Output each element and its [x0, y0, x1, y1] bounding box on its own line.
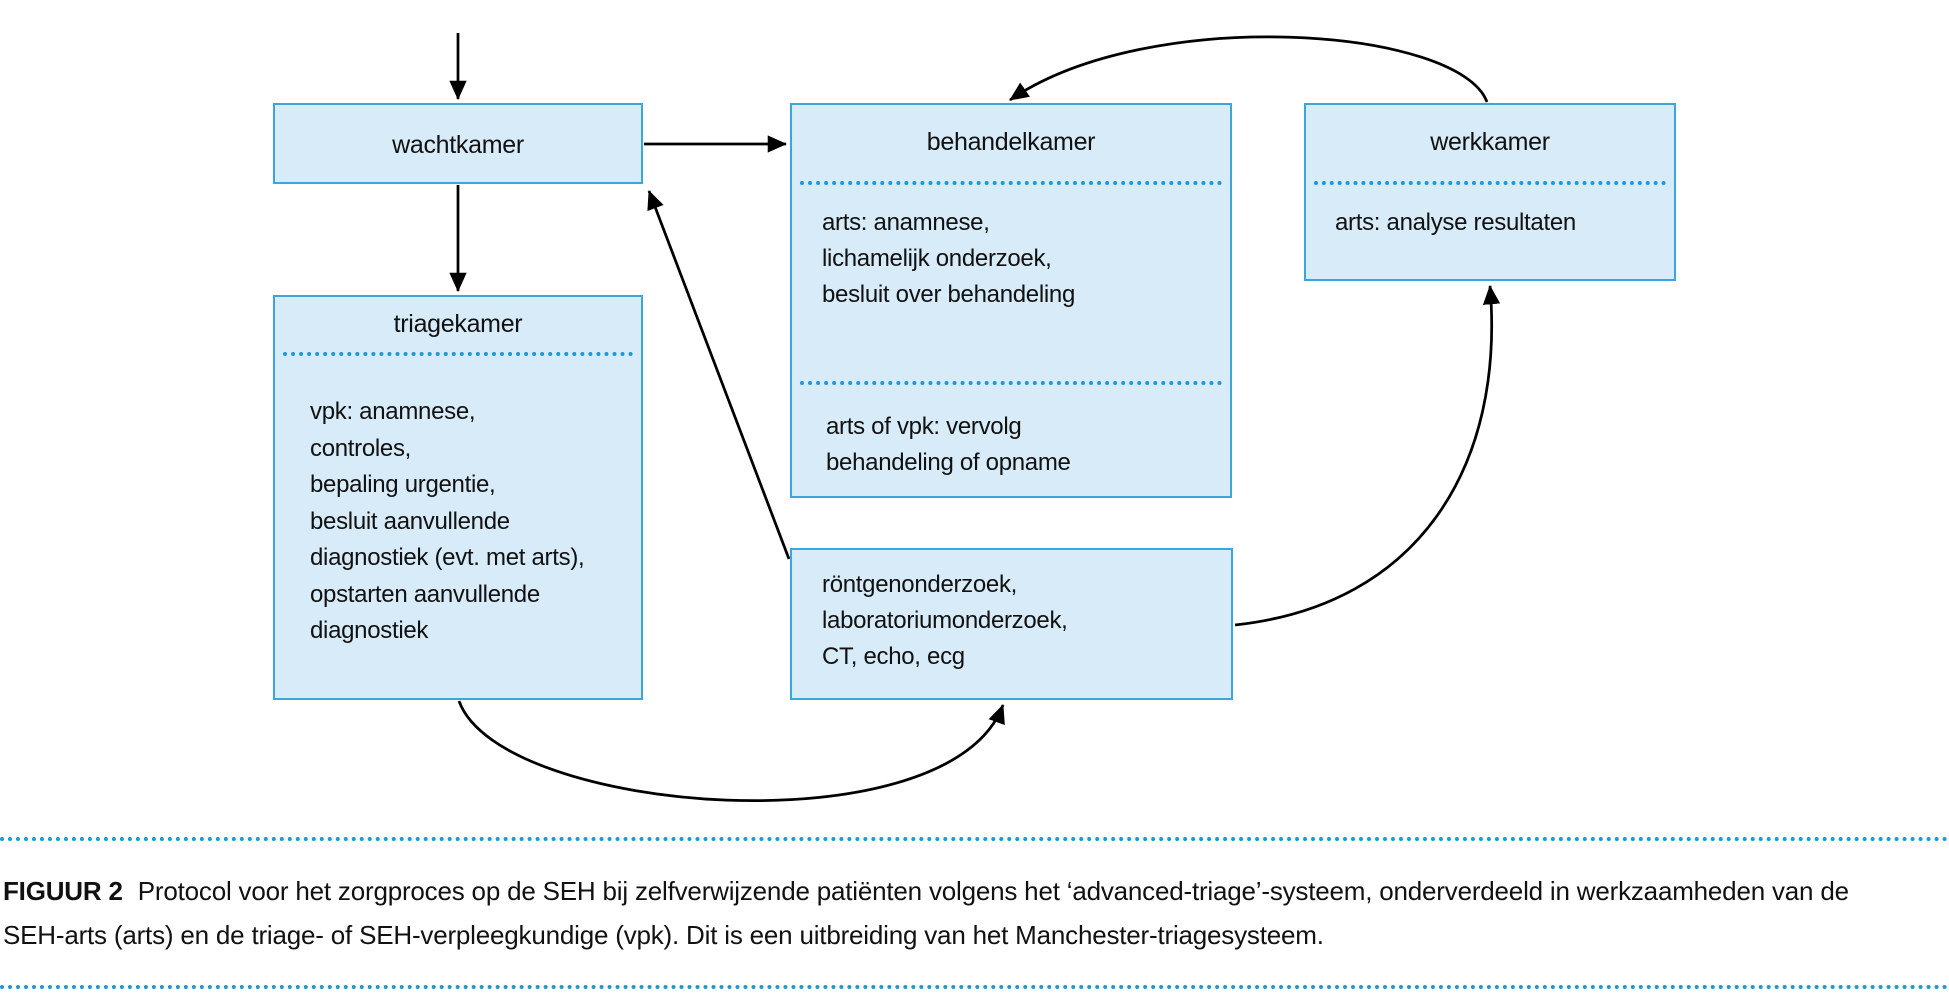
node-behandelkamer-title: behandelkamer — [926, 128, 1096, 156]
node-triagekamer-body: vpk: anamnese, controles, bepaling urgen… — [310, 394, 585, 650]
dotted-separator — [1314, 181, 1666, 185]
body-line: CT, echo, ecg — [822, 643, 965, 670]
caption-bottom-rule — [0, 985, 1949, 989]
node-wachtkamer: wachtkamer — [273, 103, 643, 184]
figure-caption-line1: FIGUUR 2 Protocol voor het zorgproces op … — [3, 875, 1949, 907]
caption-top-rule — [0, 837, 1949, 841]
dotted-separator — [800, 381, 1222, 385]
figure-caption-line2: SEH-arts (arts) en de triage- of SEH-ver… — [3, 920, 1324, 950]
node-behandelkamer-section1: arts: anamnese, lichamelijk onderzoek, b… — [822, 205, 1075, 313]
node-werkkamer-title: werkkamer — [1430, 128, 1550, 156]
body-line: opstarten aanvullende — [310, 580, 540, 608]
body-line: röntgenonderzoek, — [822, 571, 1018, 598]
node-triagekamer: triagekamer vpk: anamnese, controles, be… — [273, 295, 643, 700]
body-line: arts: analyse resultaten — [1335, 209, 1576, 236]
node-behandelkamer-section2: arts of vpk: vervolg behandeling of opna… — [826, 409, 1071, 481]
body-line: laboratoriumonderzoek, — [822, 607, 1068, 634]
figure-caption-label: FIGUUR 2 — [3, 876, 123, 906]
node-onderzoek: röntgenonderzoek, laboratoriumonderzoek,… — [790, 548, 1233, 700]
body-line: arts: anamnese, — [822, 209, 990, 236]
body-line: besluit aanvullende — [310, 507, 510, 535]
dotted-separator — [283, 352, 633, 356]
body-line: diagnostiek — [310, 617, 429, 644]
body-line: besluit over behandeling — [822, 281, 1075, 308]
node-triagekamer-title: triagekamer — [393, 310, 523, 338]
node-wachtkamer-title: wachtkamer — [392, 131, 524, 159]
figure-caption-text1: Protocol voor het zorgproces op de SEH b… — [137, 876, 1849, 906]
arrow-onderzoek-to-werkkamer — [1234, 285, 1501, 627]
body-line: diagnostiek (evt. met arts), — [310, 544, 585, 571]
body-line: controles, — [310, 434, 412, 462]
body-line: bepaling urgentie, — [310, 471, 496, 498]
node-onderzoek-body: röntgenonderzoek, laboratoriumonderzoek,… — [822, 567, 1068, 675]
node-werkkamer-body: arts: analyse resultaten — [1335, 205, 1576, 241]
arrow-triagekamer-to-onderzoek — [457, 700, 1005, 802]
body-line: arts of vpk: vervolg — [826, 413, 1022, 440]
node-behandelkamer: behandelkamer arts: anamnese, lichamelij… — [790, 103, 1232, 498]
body-line: lichamelijk onderzoek, — [822, 245, 1052, 272]
body-line: behandeling of opname — [826, 449, 1071, 476]
arrow-werkkamer-to-behandelkamer — [1009, 35, 1489, 103]
arrow-onderzoek-to-wachtkamer — [647, 190, 791, 560]
node-werkkamer: werkkamer arts: analyse resultaten — [1304, 103, 1676, 281]
body-line: vpk: anamnese, — [310, 398, 476, 425]
dotted-separator — [800, 181, 1222, 185]
